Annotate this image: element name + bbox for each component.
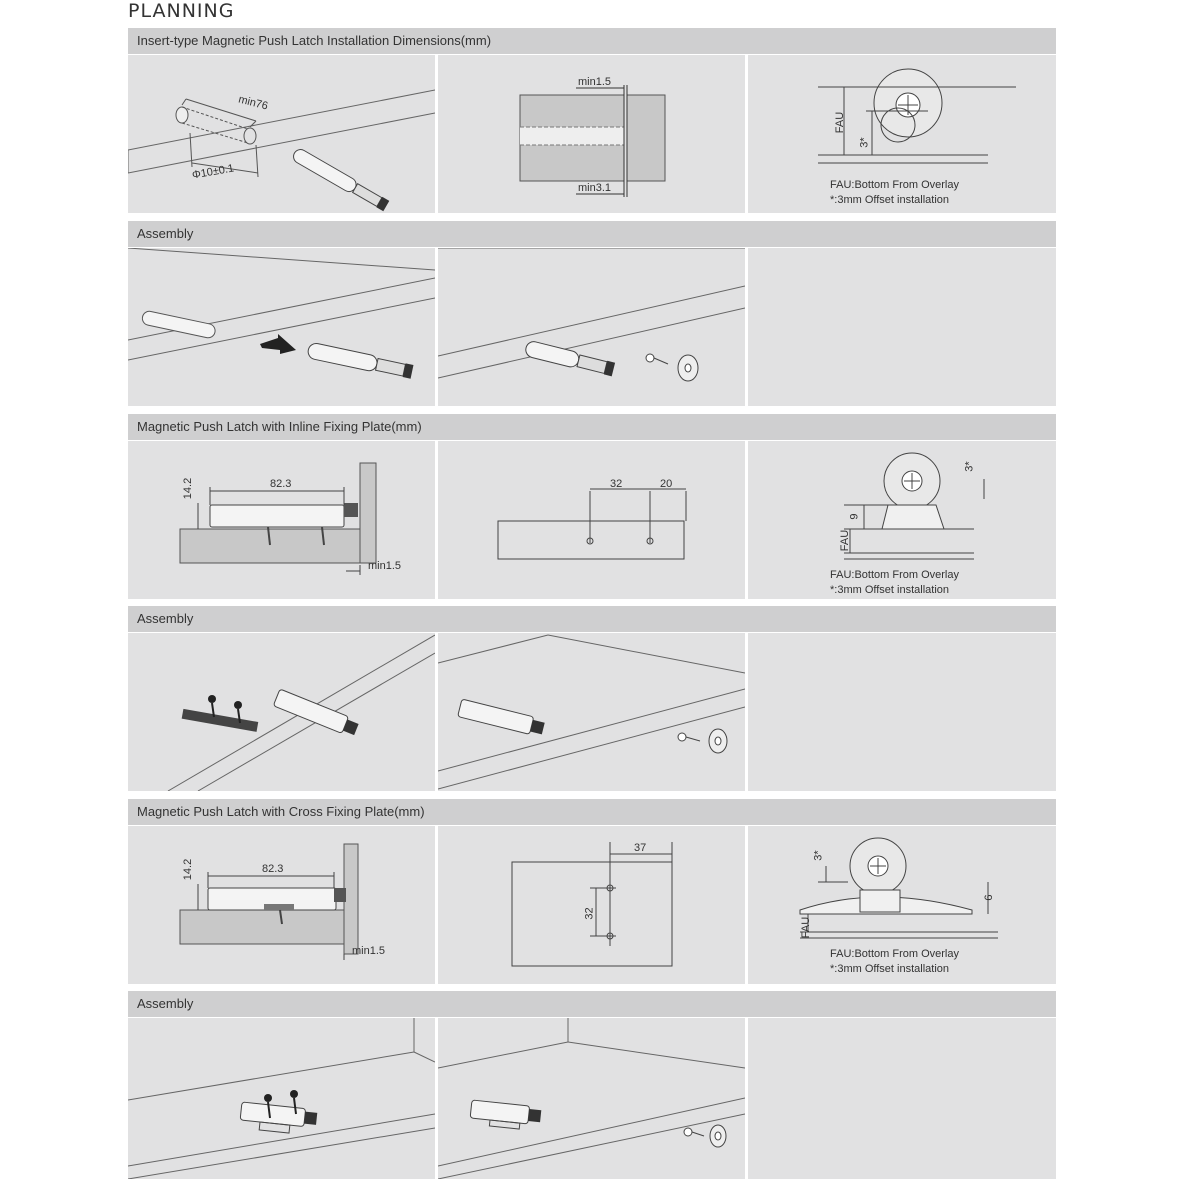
front-view: 9 FAU 3* FAU:Bottom From Overlay *:3mm O… (748, 441, 1056, 599)
note-offset: *:3mm Offset installation (830, 584, 950, 596)
assembly-illustration (438, 1018, 745, 1179)
empty-panel (748, 248, 1056, 406)
empty-panel (748, 1018, 1056, 1179)
dim-min3-1: min3.1 (578, 182, 612, 194)
assembly-illustration (438, 248, 745, 406)
dim-14-2: 14.2 (182, 858, 195, 881)
empty-panel (748, 633, 1056, 791)
note-fau: FAU:Bottom From Overlay (830, 179, 959, 191)
section-title: Assembly (137, 226, 194, 241)
section-header: Assembly (128, 991, 1056, 1017)
section-title: Magnetic Push Latch with Cross Fixing Pl… (137, 804, 425, 819)
note-fau: FAU:Bottom From Overlay (830, 948, 959, 960)
cross-plate-dimensions: 82.3 14.2 min1.5 (128, 826, 435, 984)
dim-min1-5: min1.5 (368, 560, 402, 572)
dim-min1-5: min1.5 (352, 945, 386, 957)
dim-9: 9 (848, 513, 861, 520)
dim-14-2: 14.2 (182, 477, 195, 500)
drilling-illustration: min76 Φ10±0.1 (128, 55, 435, 213)
section-view: min1.5 min3.1 (438, 55, 745, 213)
section-title: Insert-type Magnetic Push Latch Installa… (137, 33, 492, 48)
note-offset: *:3mm Offset installation (830, 194, 950, 206)
section-header: Insert-type Magnetic Push Latch Installa… (128, 28, 1056, 54)
front-view: 3* 9 FAU FAU:Bottom From Overlay *:3mm O… (748, 826, 1056, 984)
page-title: PLANNING (128, 0, 235, 22)
assembly-illustration (128, 633, 435, 791)
note-offset: *:3mm Offset installation (830, 963, 950, 975)
drilling-template: 32 20 (438, 441, 745, 599)
dim-9: 9 (981, 894, 994, 901)
dim-min1-5: min1.5 (578, 76, 612, 88)
dim-offset: 3* (858, 137, 871, 148)
dim-32: 32 (583, 907, 596, 920)
assembly-illustration (128, 248, 435, 406)
dim-82-3: 82.3 (270, 478, 292, 490)
section-title: Assembly (137, 996, 194, 1011)
dim-fau: FAU (834, 111, 847, 134)
section-header: Assembly (128, 221, 1056, 247)
drilling-template: 37 32 (438, 826, 745, 984)
section-header: Magnetic Push Latch with Cross Fixing Pl… (128, 799, 1056, 825)
dim-20: 20 (660, 478, 673, 490)
section-header: Magnetic Push Latch with Inline Fixing P… (128, 414, 1056, 440)
note-fau: FAU:Bottom From Overlay (830, 569, 959, 581)
section-header: Assembly (128, 606, 1056, 632)
dim-fau: FAU (800, 916, 813, 939)
section-title: Assembly (137, 611, 194, 626)
dim-offset: 3* (963, 461, 976, 472)
front-view: FAU 3* FAU:Bottom From Overlay *:3mm Off… (748, 55, 1056, 213)
inline-plate-dimensions: 82.3 14.2 min1.5 (128, 441, 435, 599)
dim-offset: 3* (812, 850, 825, 861)
dim-37: 37 (634, 842, 647, 854)
dim-82-3: 82.3 (262, 863, 284, 875)
dim-fau: FAU (839, 529, 852, 552)
section-title: Magnetic Push Latch with Inline Fixing P… (137, 419, 422, 434)
assembly-illustration (438, 633, 745, 791)
dim-32: 32 (610, 478, 623, 490)
assembly-illustration (128, 1018, 435, 1179)
